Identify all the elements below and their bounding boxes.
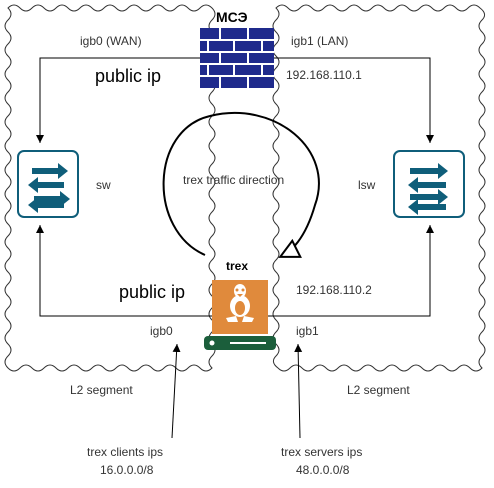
sw-label: sw <box>96 178 111 192</box>
network-switch-icon <box>393 150 465 218</box>
left-l2-segment-label: L2 segment <box>70 383 133 397</box>
trex-public-ip-label: public ip <box>119 282 185 302</box>
linux-tux-icon <box>212 280 268 334</box>
fw-lan-interface-label: igb1 (LAN) <box>291 34 348 48</box>
fw-wan-interface-label: igb0 (WAN) <box>80 34 142 48</box>
trex-igb1-label: igb1 <box>296 324 319 338</box>
network-switch-icon <box>17 150 79 218</box>
servers-pointer-arrow <box>294 343 303 439</box>
trex-igb1-to-lsw-link <box>268 225 434 317</box>
fw-to-lsw-link <box>274 57 434 143</box>
right-l2-segment-label: L2 segment <box>347 383 410 397</box>
trex-lan-ip-label: 192.168.110.2 <box>296 283 372 297</box>
servers-ips-title: trex servers ips <box>281 445 362 459</box>
traffic-direction-arrow <box>162 111 320 256</box>
fw-lan-ip-label: 192.168.110.1 <box>286 68 362 82</box>
left-l2-segment-cloud <box>4 4 216 372</box>
traffic-direction-label: trex traffic direction <box>183 173 284 187</box>
trex-igb0-label: igb0 <box>150 324 173 338</box>
server-icon <box>204 336 276 350</box>
fw-public-ip-label: public ip <box>95 66 161 86</box>
firewall-label: МСЭ <box>216 9 248 25</box>
firewall-brick-icon <box>200 28 274 88</box>
servers-ips-network: 48.0.0.0/8 <box>296 463 350 477</box>
trex-label: trex <box>226 259 248 273</box>
fw-to-sw-link <box>36 57 200 143</box>
trex-igb0-to-sw-link <box>36 225 212 317</box>
clients-pointer-arrow <box>171 343 181 439</box>
right-l2-segment-cloud <box>272 4 486 372</box>
clients-ips-title: trex clients ips <box>87 445 163 459</box>
lsw-label: lsw <box>358 178 376 192</box>
clients-ips-network: 16.0.0.0/8 <box>100 463 154 477</box>
